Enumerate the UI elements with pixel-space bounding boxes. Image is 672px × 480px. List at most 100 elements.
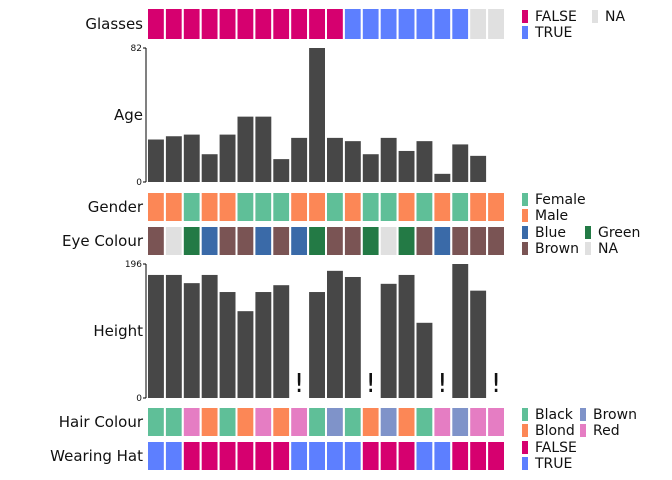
gender-cell xyxy=(163,191,184,223)
hair-legend-swatch xyxy=(580,408,586,421)
glasses-cell xyxy=(432,7,453,41)
hat-cell xyxy=(307,440,328,472)
height-bar xyxy=(273,285,290,398)
height-bar xyxy=(219,292,236,398)
age-bar xyxy=(380,137,397,182)
eye-cell xyxy=(432,225,453,257)
gender-cell xyxy=(486,191,507,223)
eye-legend-swatch xyxy=(522,242,528,255)
age-bar xyxy=(201,154,218,182)
height-bar xyxy=(398,274,415,398)
eye-cell xyxy=(342,225,363,257)
age-bar xyxy=(291,137,308,182)
eye-legend-label: NA xyxy=(598,241,618,257)
eye-cell xyxy=(378,225,399,257)
hat-cell xyxy=(235,440,256,472)
glasses-cell xyxy=(146,7,166,41)
age-bar xyxy=(434,173,451,182)
age-bar xyxy=(273,159,290,182)
glasses-cell xyxy=(450,7,471,41)
eye-cell xyxy=(450,225,471,257)
eye-cell xyxy=(181,225,202,257)
hair-legend-label: Black xyxy=(535,407,574,423)
hair-legend-label: Blond xyxy=(535,423,575,439)
age-tick-label-max: 82 xyxy=(131,44,142,54)
age-bar xyxy=(309,48,325,182)
glasses-cell xyxy=(307,7,328,41)
gender-cell xyxy=(432,191,453,223)
hat-cell xyxy=(360,440,381,472)
hat-cell xyxy=(486,440,507,472)
eye-cell xyxy=(163,225,184,257)
height-bar xyxy=(470,290,487,398)
height-bar xyxy=(309,292,325,398)
gender-cell xyxy=(253,191,274,223)
eye-cell xyxy=(235,225,256,257)
hat-legend-swatch xyxy=(522,457,528,470)
hair-cell xyxy=(289,406,310,438)
height-tick-label-min: 0 xyxy=(136,394,142,404)
track-label-gender: Gender xyxy=(88,198,144,216)
hair-cell xyxy=(414,406,435,438)
height-bar xyxy=(237,311,254,398)
track-label-hair: Hair Colour xyxy=(59,413,144,431)
gender-cell xyxy=(360,191,381,223)
glasses-cell xyxy=(378,7,399,41)
hat-cell xyxy=(342,440,363,472)
age-bar xyxy=(219,134,236,182)
gender-cell xyxy=(450,191,471,223)
height-bar xyxy=(327,270,343,398)
height-missing-mark: ! xyxy=(294,369,304,399)
height-bar xyxy=(165,274,182,398)
eye-cell xyxy=(217,225,238,257)
height-missing-mark: ! xyxy=(437,369,447,399)
glasses-cell xyxy=(181,7,202,41)
eye-legend-label: Blue xyxy=(535,225,566,241)
hair-legend-label: Brown xyxy=(593,407,637,423)
eye-cell xyxy=(199,225,220,257)
age-bar xyxy=(148,139,164,182)
hair-legend-label: Red xyxy=(593,423,620,439)
glasses-cell xyxy=(199,7,220,41)
glasses-legend-label: NA xyxy=(605,9,625,25)
height-missing-mark: ! xyxy=(491,369,501,399)
eye-legend-swatch xyxy=(585,242,591,255)
eye-cell xyxy=(325,225,345,257)
eye-cell xyxy=(146,225,166,257)
track-label-age: Age xyxy=(114,106,143,124)
hair-cell xyxy=(217,406,238,438)
gender-cell xyxy=(271,191,292,223)
track-label-eye: Eye Colour xyxy=(62,232,144,250)
eye-cell xyxy=(468,225,489,257)
height-bar xyxy=(201,274,218,398)
age-bar xyxy=(327,137,343,182)
hair-cell xyxy=(307,406,328,438)
hat-cell xyxy=(181,440,202,472)
gender-legend-swatch xyxy=(522,193,528,206)
age-bar xyxy=(470,155,487,182)
glasses-legend-swatch xyxy=(592,10,598,23)
height-bar xyxy=(344,276,361,398)
glasses-cell xyxy=(253,7,274,41)
height-tick-label-max: 196 xyxy=(125,260,142,270)
hat-cell xyxy=(396,440,417,472)
hair-cell xyxy=(146,406,166,438)
gender-legend-swatch xyxy=(522,209,528,222)
hair-cell xyxy=(450,406,471,438)
age-bar xyxy=(452,144,469,182)
eye-cell xyxy=(486,225,507,257)
height-missing-mark: ! xyxy=(366,369,376,399)
eye-cell xyxy=(360,225,381,257)
glasses-legend-swatch xyxy=(522,10,528,23)
hat-cell xyxy=(325,440,345,472)
height-bar xyxy=(416,322,433,398)
age-bar xyxy=(362,154,379,182)
glasses-cell xyxy=(163,7,184,41)
age-bar xyxy=(165,136,182,182)
age-bar xyxy=(183,134,200,182)
hair-legend-swatch xyxy=(522,408,528,421)
height-bar xyxy=(148,274,164,398)
hat-cell xyxy=(432,440,453,472)
age-bar xyxy=(344,141,361,182)
